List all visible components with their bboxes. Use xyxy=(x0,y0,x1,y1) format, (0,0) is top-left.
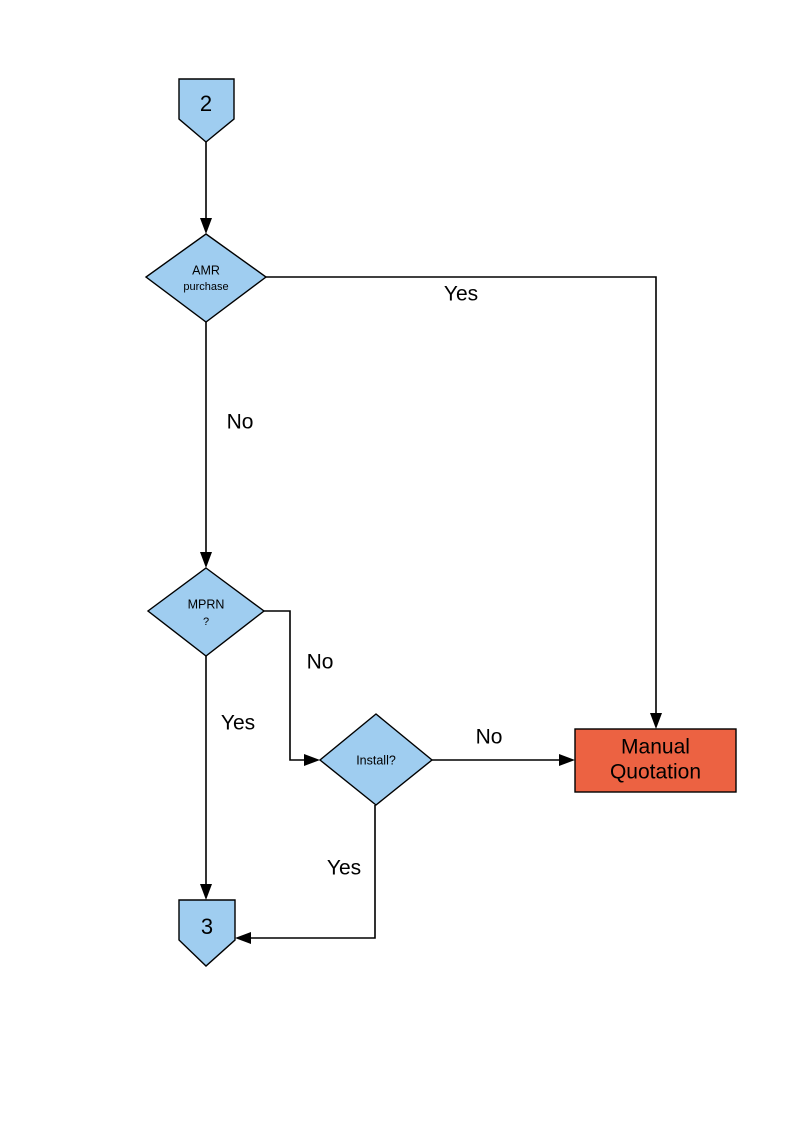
edge-amr-yes-to-manual: Yes xyxy=(266,276,662,729)
edge-label-no: No xyxy=(476,726,503,749)
diamond-shape[interactable] xyxy=(318,713,434,806)
node-amr-purchase[interactable]: AMR purchase xyxy=(144,233,268,323)
node-start-2[interactable]: 2 xyxy=(178,78,235,143)
edge-line xyxy=(264,610,308,761)
pentagon-connector-shape[interactable] xyxy=(178,899,236,967)
edge-label-yes: Yes xyxy=(444,283,478,306)
arrow-head-icon xyxy=(200,552,212,568)
edge-start2-to-amr xyxy=(200,142,212,234)
arrow-head-icon xyxy=(200,218,212,234)
node-label: 3 xyxy=(201,914,213,939)
edge-mprn-yes-to-end3: Yes xyxy=(200,656,255,900)
node-label-line1: AMR xyxy=(192,263,220,277)
diamond-shape[interactable] xyxy=(144,233,268,323)
edge-mprn-no-to-install: No xyxy=(264,610,334,766)
node-label: 2 xyxy=(200,91,212,116)
edge-line xyxy=(266,276,657,717)
node-label-line1: MPRN xyxy=(188,597,225,611)
edge-label-yes: Yes xyxy=(221,712,255,735)
node-label-line2: ? xyxy=(203,616,209,628)
node-label-line2: purchase xyxy=(183,281,228,293)
edge-install-yes-to-end3: Yes xyxy=(235,805,376,944)
edge-line xyxy=(247,805,376,939)
arrow-head-icon xyxy=(559,754,575,766)
arrow-head-icon xyxy=(235,932,251,944)
arrow-head-icon xyxy=(304,754,320,766)
node-end-3[interactable]: 3 xyxy=(178,899,236,967)
diamond-shape[interactable] xyxy=(146,567,266,657)
node-mprn[interactable]: MPRN ? xyxy=(146,567,266,657)
node-manual-quotation[interactable]: Manual Quotation xyxy=(574,728,737,793)
arrow-head-icon xyxy=(200,884,212,900)
arrow-head-icon xyxy=(650,713,662,729)
pentagon-connector-shape[interactable] xyxy=(178,78,235,143)
edge-install-no-to-manual: No xyxy=(432,726,575,766)
edge-amr-no-to-mprn: No xyxy=(200,322,253,568)
edge-label-no: No xyxy=(307,651,334,674)
node-install[interactable]: Install? xyxy=(318,713,434,806)
process-rect-shape[interactable] xyxy=(574,728,737,793)
node-label-line2: Quotation xyxy=(610,761,701,784)
edge-label-no: No xyxy=(227,411,254,434)
edge-label-yes: Yes xyxy=(327,857,361,880)
node-label-line1: Manual xyxy=(621,736,690,759)
node-label-line1: Install? xyxy=(356,753,396,767)
